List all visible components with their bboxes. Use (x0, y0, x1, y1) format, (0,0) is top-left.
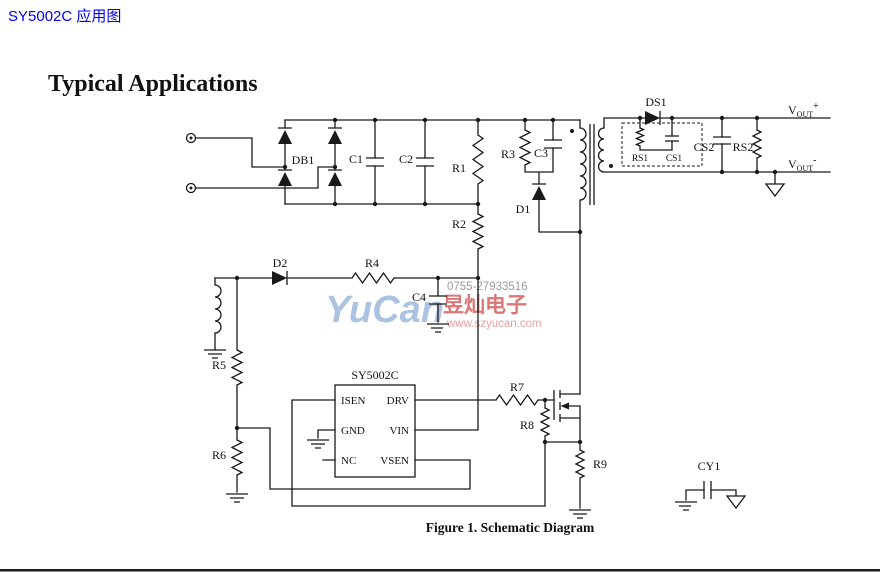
controller-ic (307, 384, 416, 478)
aux-winding (204, 277, 226, 359)
capacitor-c2 (416, 119, 434, 205)
label-r2: R2 (452, 217, 466, 231)
ic-pin-labels: ISEN GND NC DRV VIN VSEN (341, 395, 409, 467)
label-c3: C3 (534, 146, 548, 160)
bridge-rectifier-db1 (278, 119, 342, 205)
label-c2: C2 (399, 152, 413, 166)
watermark-phone: 0755-27933516 (447, 281, 528, 293)
label-ic-part: SY5002C (351, 368, 398, 382)
label-r6: R6 (212, 448, 226, 462)
label-r7: R7 (510, 380, 524, 394)
capacitor-cs2 (713, 117, 731, 173)
watermark-company: 昱灿电子 (443, 294, 527, 317)
schematic: DB1 C1 C2 R1 R2 R3 C3 D1 DS1 RS1 CS1 CS2… (185, 95, 831, 519)
page-title: Typical Applications (48, 71, 258, 97)
figure-caption: Figure 1. Schematic Diagram (426, 520, 595, 535)
output-earth-ground (764, 171, 786, 198)
label-d2: D2 (273, 256, 288, 270)
component-labels: DB1 C1 C2 R1 R2 R3 C3 D1 DS1 RS1 CS1 CS2… (212, 95, 753, 473)
vsen-route (236, 427, 471, 490)
resistor-r1 (471, 119, 485, 205)
isen-route (291, 399, 546, 507)
pin-vin: VIN (389, 425, 409, 437)
resistor-r7 (495, 393, 539, 407)
resistor-rs2 (751, 117, 763, 173)
pin-gnd: GND (341, 425, 365, 437)
transformer (570, 117, 831, 395)
label-rs1: RS1 (632, 154, 649, 164)
label-d1: D1 (516, 202, 531, 216)
label-rs2: RS2 (733, 140, 754, 154)
resistor-r9 (569, 441, 591, 519)
label-r4: R4 (365, 256, 379, 270)
y-capacitor-cy1 (675, 481, 747, 511)
label-r5: R5 (212, 358, 226, 372)
vin-route (414, 277, 479, 431)
snubber-r3-c3-d1 (518, 119, 581, 233)
divider-r5-r6 (226, 277, 248, 503)
pin-isen: ISEN (341, 395, 366, 407)
label-cy1: CY1 (698, 459, 721, 473)
vout-plus-label: VOUT+ (788, 101, 819, 119)
label-r9: R9 (593, 457, 607, 471)
watermark-site: www.szyucan.com (446, 318, 542, 330)
label-ds1: DS1 (645, 95, 666, 109)
input-terminals (185, 132, 336, 194)
mosfet (553, 390, 581, 443)
pin-vsen: VSEN (380, 455, 409, 467)
label-r3: R3 (501, 147, 515, 161)
label-cs1: CS1 (666, 154, 683, 164)
label-c1: C1 (349, 152, 363, 166)
rc-snubber-box (621, 117, 703, 167)
watermark: 0755-27933516 YuCan 昱灿电子 www.szyucan.com (325, 281, 542, 331)
pin-nc: NC (341, 455, 356, 467)
label-db1: DB1 (292, 153, 315, 167)
label-c4: C4 (412, 290, 426, 304)
label-r1: R1 (452, 161, 466, 175)
output-terminal-labels: VOUT+ VOUT- (788, 101, 819, 173)
pin-drv: DRV (387, 395, 409, 407)
label-r8: R8 (520, 418, 534, 432)
capacitor-c1 (366, 119, 384, 205)
page-bottom-border (0, 569, 880, 572)
junction-dots (234, 115, 778, 445)
watermark-logo: YuCan (325, 289, 444, 331)
label-cs2: CS2 (694, 140, 715, 154)
resistor-r2 (471, 203, 485, 279)
capacitor-c4 (427, 277, 449, 333)
page-topnote: SY5002C 应用图 (8, 7, 121, 25)
vout-minus-label: VOUT- (788, 155, 816, 173)
